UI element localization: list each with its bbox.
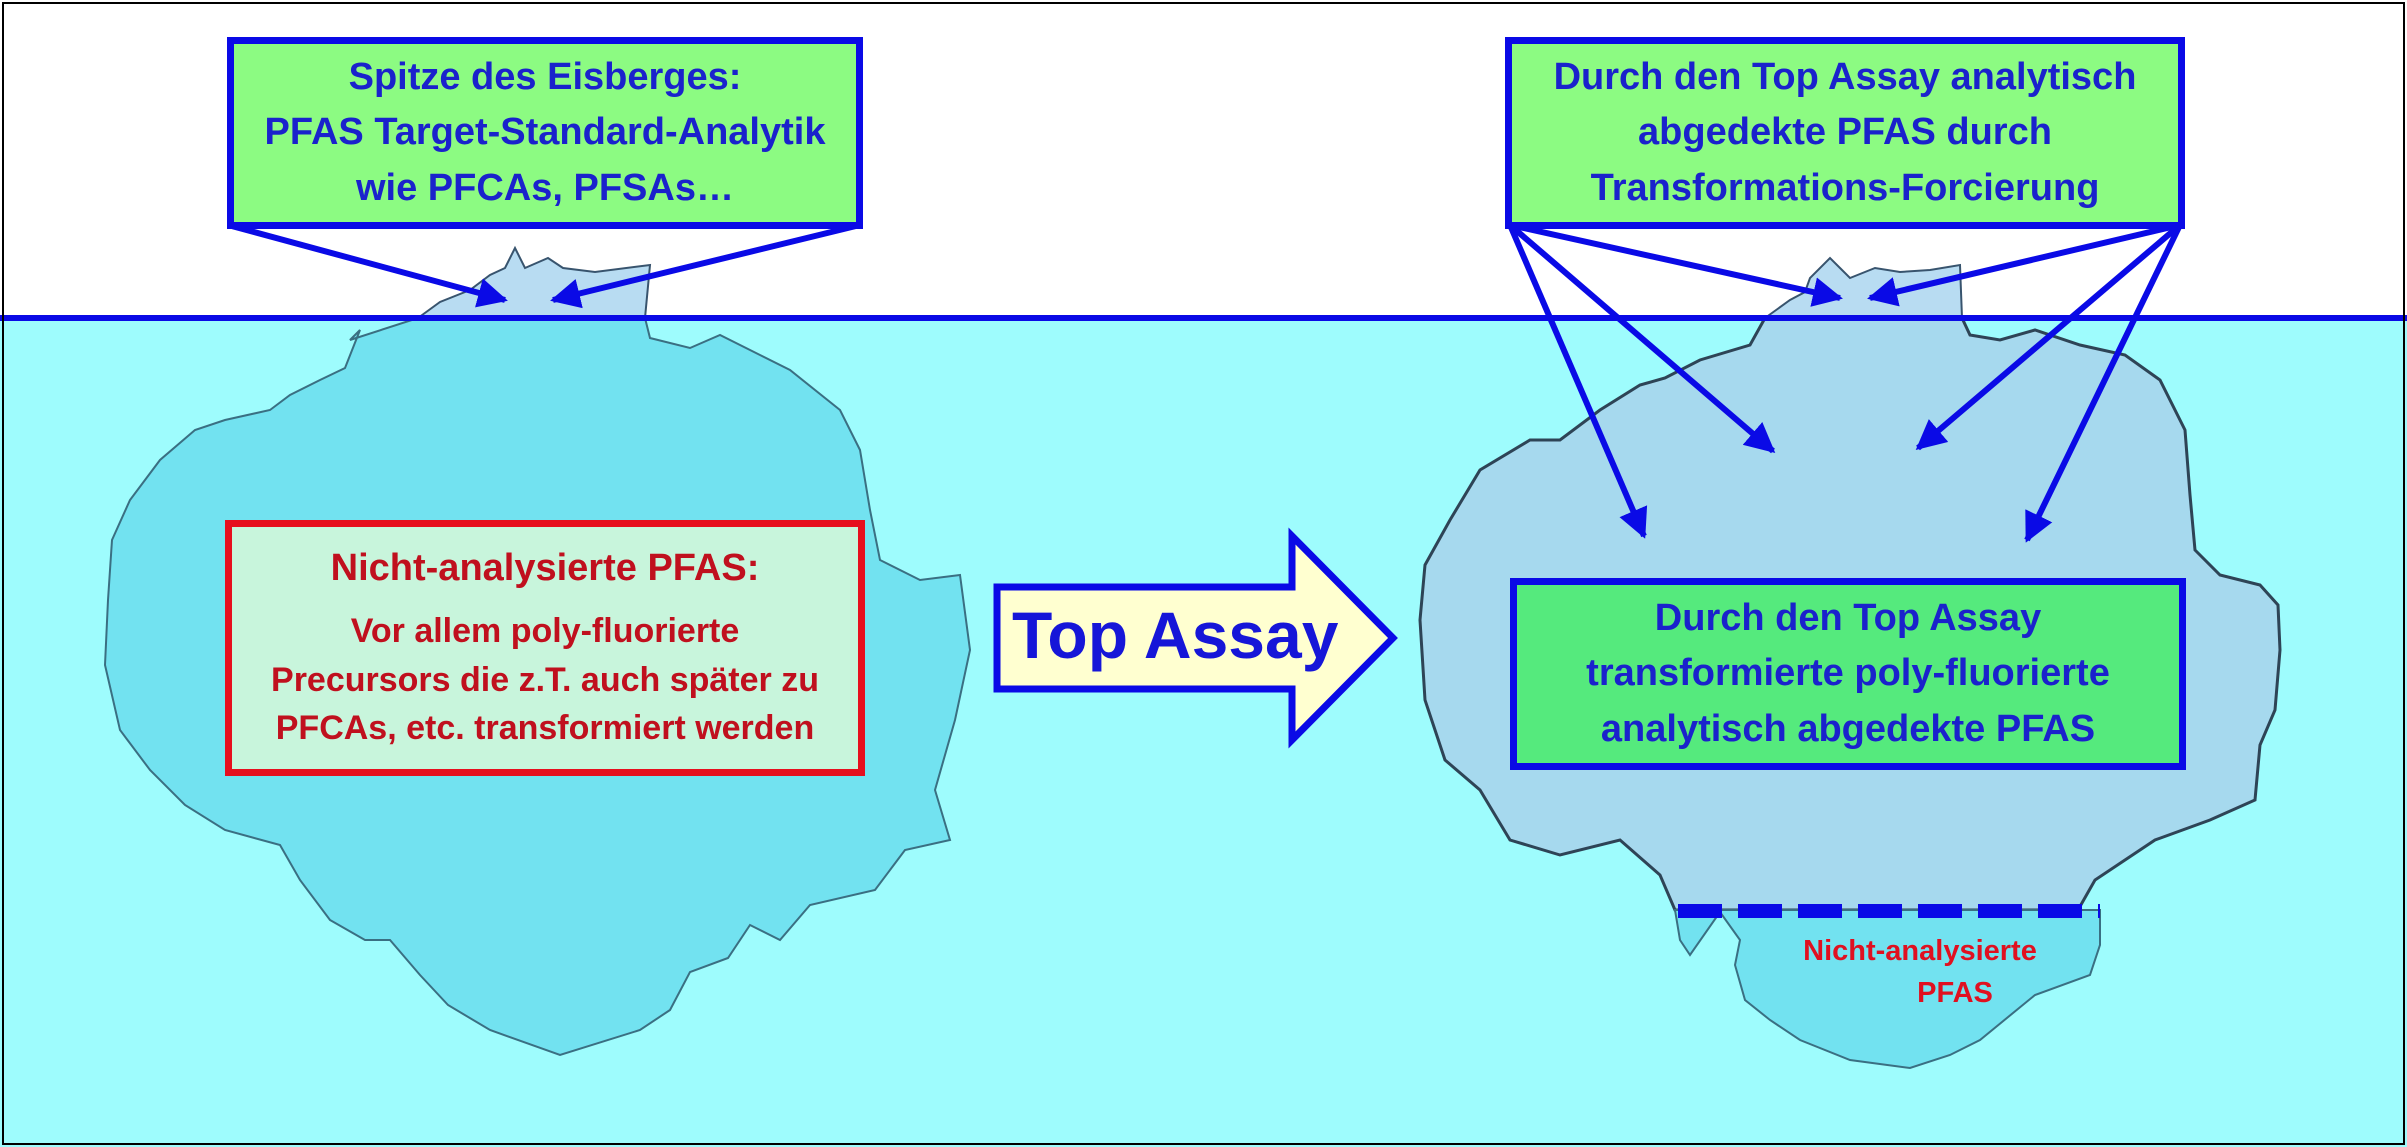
left-tip-line-1: Spitze des Eisberges: xyxy=(348,56,742,99)
right-transformed-pfas-box: Durch den Top Assay transformierte poly-… xyxy=(1510,578,2186,770)
right-callout-arrow-1 xyxy=(1509,222,1843,307)
left-hidden-pfas-box: Nicht-analysierte PFAS: Vor allem poly-f… xyxy=(225,520,865,776)
left-hidden-line-3: PFCAs, etc. transformiert werden xyxy=(275,708,815,747)
right-transformed-line-2: transformierte poly-fluorierte xyxy=(1586,652,2110,695)
left-callout-arrow-2 xyxy=(550,222,861,309)
left-tip-label-box: Spitze des Eisberges: PFAS Target-Standa… xyxy=(227,37,863,229)
top-assay-label: Top Assay xyxy=(1012,598,1339,672)
right-iceberg-hidden-part xyxy=(1673,909,2101,1070)
left-hidden-title: Nicht-analysierte PFAS: xyxy=(330,546,760,589)
right-tip-label-box: Durch den Top Assay analytisch abgedekte… xyxy=(1505,37,2185,229)
right-remaining-pfas-label: Nicht-analysierte PFAS xyxy=(1770,930,2070,1014)
right-callout-arrow-6 xyxy=(2024,223,2183,543)
right-callout-arrow-5 xyxy=(1507,223,1648,539)
top-assay-arrow xyxy=(993,527,1398,749)
right-transformed-line-1: Durch den Top Assay xyxy=(1654,597,2042,640)
left-hidden-line-2: Precursors die z.T. auch später zu xyxy=(271,660,819,699)
left-hidden-line-1: Vor allem poly-fluorierte xyxy=(350,612,740,651)
left-callout-arrow-1 xyxy=(227,222,508,308)
right-callout-arrow-2 xyxy=(1867,222,2181,307)
right-tip-line-1: Durch den Top Assay analytisch xyxy=(1553,56,2137,99)
left-tip-line-3: wie PFCAs, PFSAs… xyxy=(356,166,734,209)
right-tip-line-3: Transformations-Forcierung xyxy=(1590,166,2100,209)
left-tip-line-2: PFAS Target-Standard-Analytik xyxy=(264,111,826,154)
right-remaining-line-2: PFAS xyxy=(1917,977,1993,1010)
right-transformed-line-3: analytisch abgedekte PFAS xyxy=(1600,707,2096,750)
right-tip-line-2: abgedekte PFAS durch xyxy=(1638,111,2052,154)
right-remaining-line-1: Nicht-analysierte xyxy=(1803,935,2037,967)
right-callout-arrow-4 xyxy=(1915,222,2182,451)
right-callout-arrow-3 xyxy=(1508,222,1776,454)
